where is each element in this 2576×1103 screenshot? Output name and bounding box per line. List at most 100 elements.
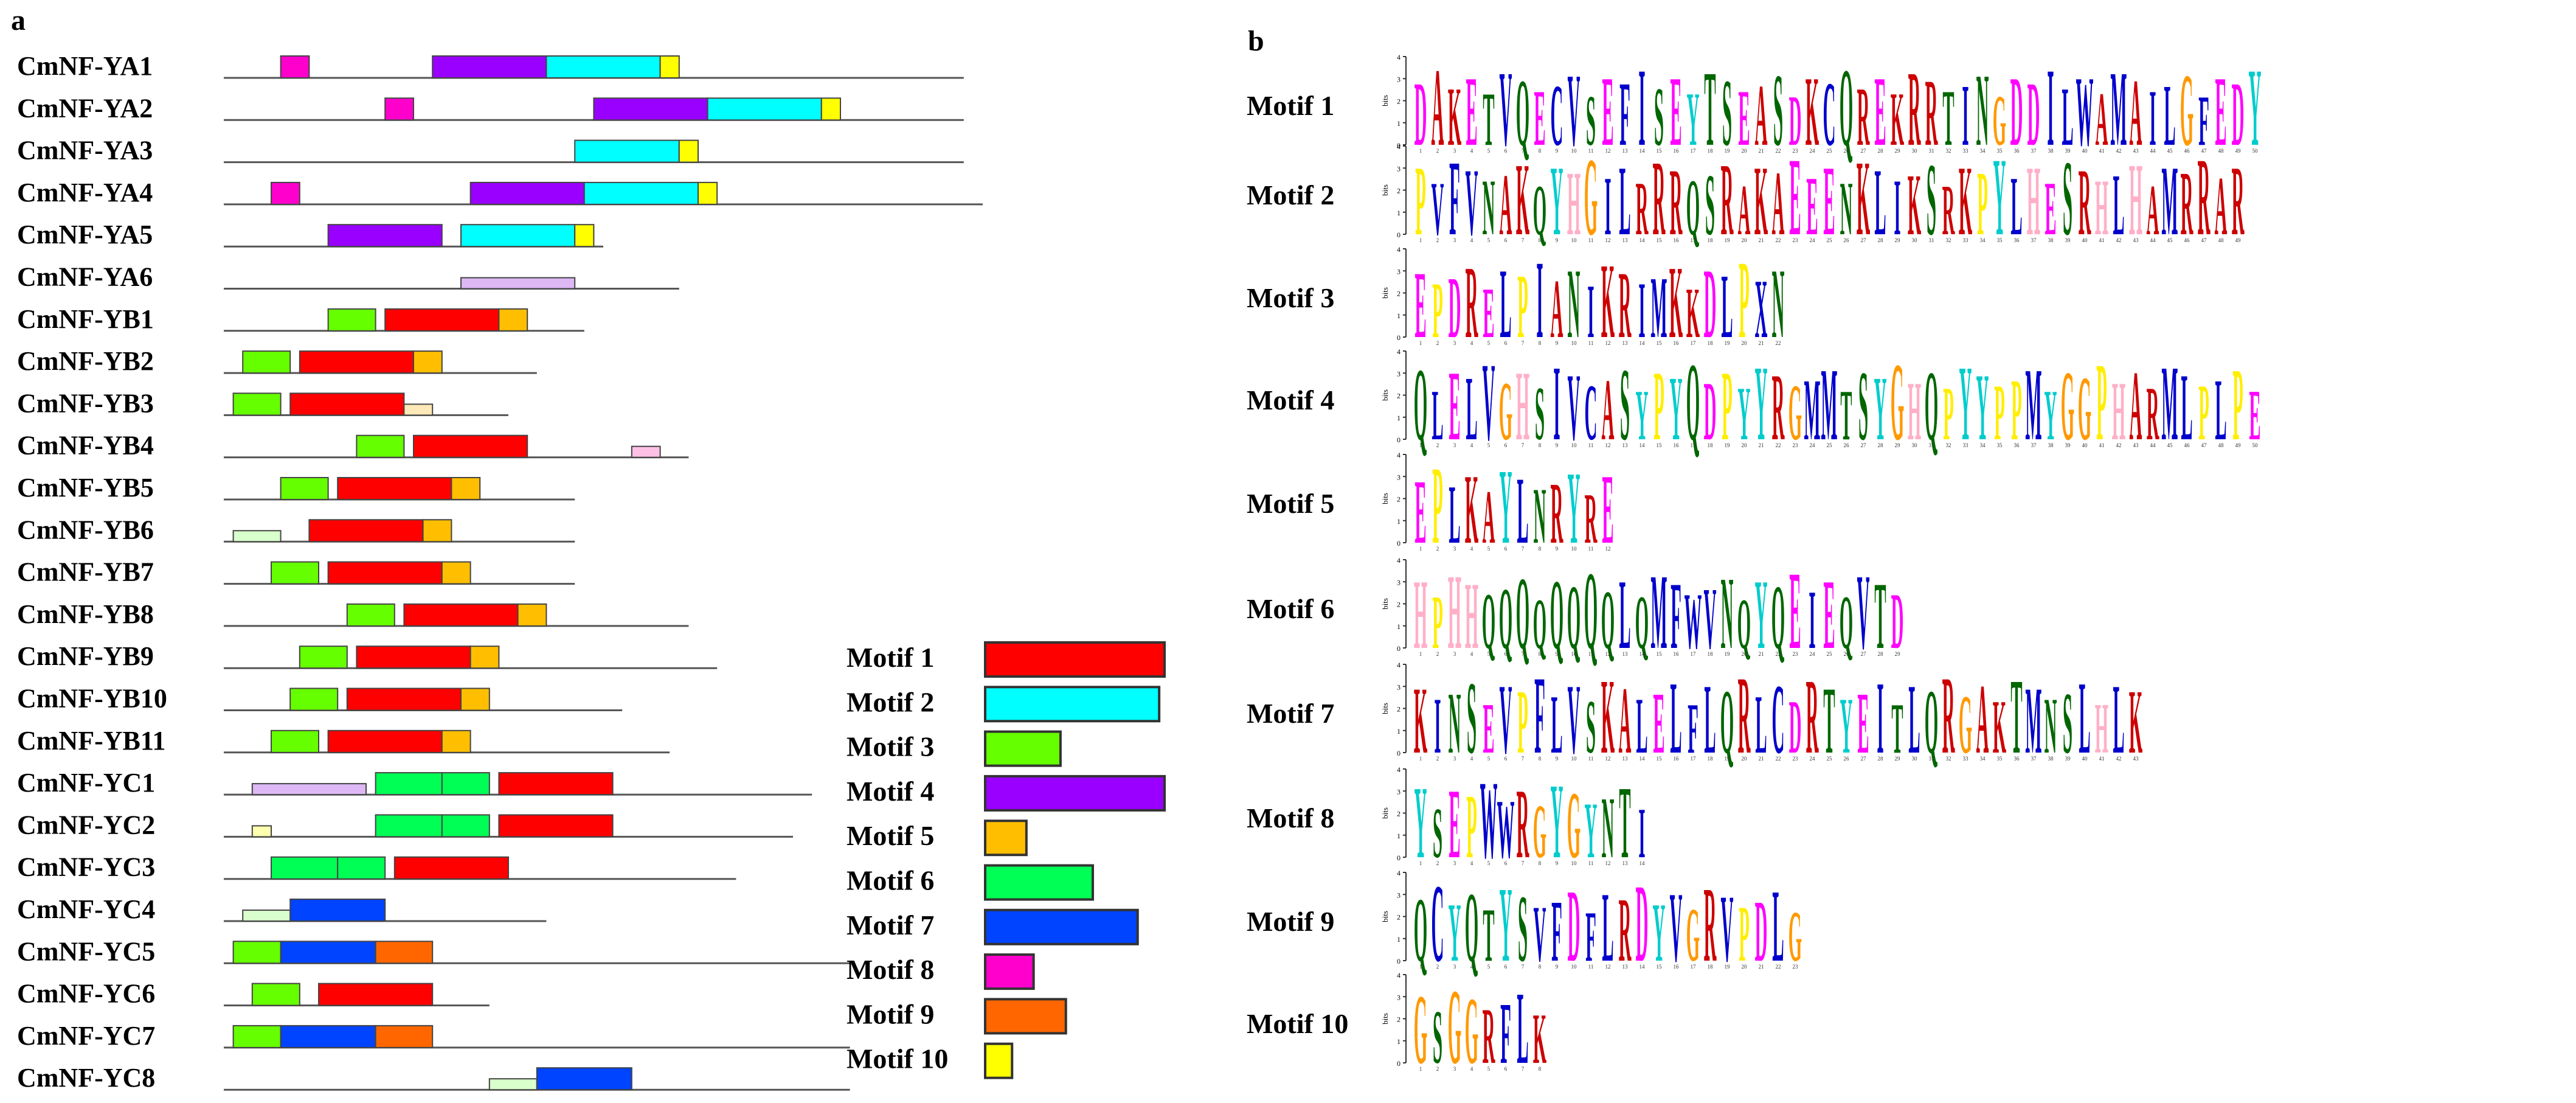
gene-name: CmNF-YB1 <box>17 304 154 334</box>
motif-box-1 <box>299 350 414 374</box>
legend-item: Motif 7 <box>847 908 1139 945</box>
logo-letter: P <box>1432 266 1443 355</box>
logo-letter: D <box>1789 80 1802 161</box>
logo-position-number: 32 <box>1946 756 1951 762</box>
logo-position-number: 16 <box>1674 340 1680 346</box>
logo-letter: I <box>1809 573 1815 667</box>
logo-letter: E <box>1857 674 1869 772</box>
logo-letter: A <box>1551 262 1563 356</box>
logo-position-number: 22 <box>1776 340 1781 346</box>
gene-row: CmNF-YB4 <box>17 431 689 461</box>
logo-letter: L <box>1636 681 1647 770</box>
logo-letter: R <box>1738 654 1751 778</box>
gene-row: CmNF-YC4 <box>17 894 547 924</box>
gene-row: CmNF-YB10 <box>17 684 623 714</box>
motif-box-3 <box>289 687 339 711</box>
logo-position-number: 41 <box>2099 756 2105 762</box>
logo-position-number: 9 <box>1556 442 1559 448</box>
gene-name: CmNF-YB6 <box>17 515 154 545</box>
logo-position-number: 5 <box>1487 546 1491 552</box>
logo-position-number: 22 <box>1776 756 1781 762</box>
gene-row: CmNF-YB9 <box>17 641 718 671</box>
logo-position-number: 41 <box>2099 148 2105 154</box>
logo-position-number: 15 <box>1657 651 1663 657</box>
logo-position-number: 33 <box>1963 237 1969 243</box>
logo-letter: H <box>2129 142 2142 257</box>
logo-position-number: 40 <box>2082 148 2088 154</box>
logo-letter: Y <box>1976 353 1989 460</box>
logo-letter: Q <box>1840 46 1853 170</box>
logo-letter: Y <box>1687 77 1700 161</box>
logo-position-number: 39 <box>2065 148 2071 154</box>
motif-box-1 <box>289 392 405 416</box>
logo-position-number: 29 <box>1895 237 1901 243</box>
logo-letter: R <box>1670 148 1683 255</box>
logo-letter: D <box>1704 248 1717 359</box>
logo-position-number: 10 <box>1571 340 1577 346</box>
logo-letter: E <box>1789 136 1801 259</box>
logo-position-number: 6 <box>1504 340 1508 346</box>
motif-box-6 <box>337 856 386 880</box>
motif-box-1 <box>346 687 462 711</box>
logo-letter: S <box>1858 350 1868 461</box>
legend-item: Motif 5 <box>847 819 1028 857</box>
logo-position-number: 13 <box>1622 237 1629 243</box>
logo-letter: K <box>1908 156 1921 254</box>
logo-letter: N <box>1976 53 1989 167</box>
legend-item: Motif 9 <box>847 998 1067 1035</box>
logo-letter: Q <box>1720 670 1734 773</box>
logo-position-number: 43 <box>2133 442 2139 448</box>
motif-box-3 <box>346 603 395 627</box>
logo-letter: P <box>2011 361 2022 459</box>
logo-axis-label: bits <box>1380 1013 1390 1025</box>
logo-letter: E <box>1483 273 1494 353</box>
logo-letter: T <box>1823 667 1835 773</box>
logo-position-number: 47 <box>2201 148 2207 154</box>
logo-y-tick-label: 0 <box>1397 1059 1401 1068</box>
legend-label: Motif 3 <box>847 731 934 762</box>
logo-letter: K <box>1465 454 1478 565</box>
logo-letter: K <box>1601 242 1615 361</box>
logo-letter: G <box>1788 896 1802 976</box>
motif-box-10 <box>820 97 842 121</box>
logo-letter: Q <box>1465 872 1478 983</box>
logo-letter: A <box>1976 664 1989 774</box>
logo-position-number: 19 <box>1725 340 1731 346</box>
motif-box-10 <box>678 139 699 163</box>
gene-name: CmNF-YB8 <box>17 599 154 629</box>
logo-position-number: 31 <box>1929 756 1934 762</box>
logo-letter: Q <box>1550 559 1563 670</box>
logo-position-number: 44 <box>2150 148 2156 154</box>
logo-letter: C <box>1432 862 1444 986</box>
logo-letter: M <box>1804 361 1820 459</box>
logo-position-number: 20 <box>1742 340 1748 346</box>
motif-box-3 <box>356 434 405 458</box>
logo-letter: G <box>1891 341 1904 464</box>
logo-position-number: 23 <box>1793 756 1799 762</box>
logo-letter: F <box>1551 882 1562 980</box>
logo-position-number: 37 <box>2031 148 2037 154</box>
logo-letter: S <box>1518 875 1528 981</box>
gene-row: CmNF-YB1 <box>17 304 584 334</box>
logo-position-number: 9 <box>1556 340 1559 346</box>
logo-position-number: 28 <box>1878 148 1884 154</box>
legend-label: Motif 4 <box>847 776 934 807</box>
logo-position-number: 41 <box>2099 237 2105 243</box>
motif-box-2 <box>583 181 699 205</box>
logo-position-number: 10 <box>1571 756 1577 762</box>
motif-logo-label: Motif 8 <box>1247 802 1334 833</box>
logo-position-number: 38 <box>2048 442 2054 448</box>
logo-position-number: 2 <box>1436 546 1439 552</box>
logo-position-number: 1 <box>1419 237 1422 243</box>
legend-item: Motif 4 <box>847 774 1166 812</box>
logo-position-number: 37 <box>2031 756 2037 762</box>
logo-position-number: 8 <box>1539 860 1542 866</box>
logo-letter: D <box>1414 63 1427 165</box>
logo-letter: V <box>1568 353 1581 460</box>
logo-letter: R <box>1721 142 1734 257</box>
logo-letter: Q <box>1533 583 1546 664</box>
